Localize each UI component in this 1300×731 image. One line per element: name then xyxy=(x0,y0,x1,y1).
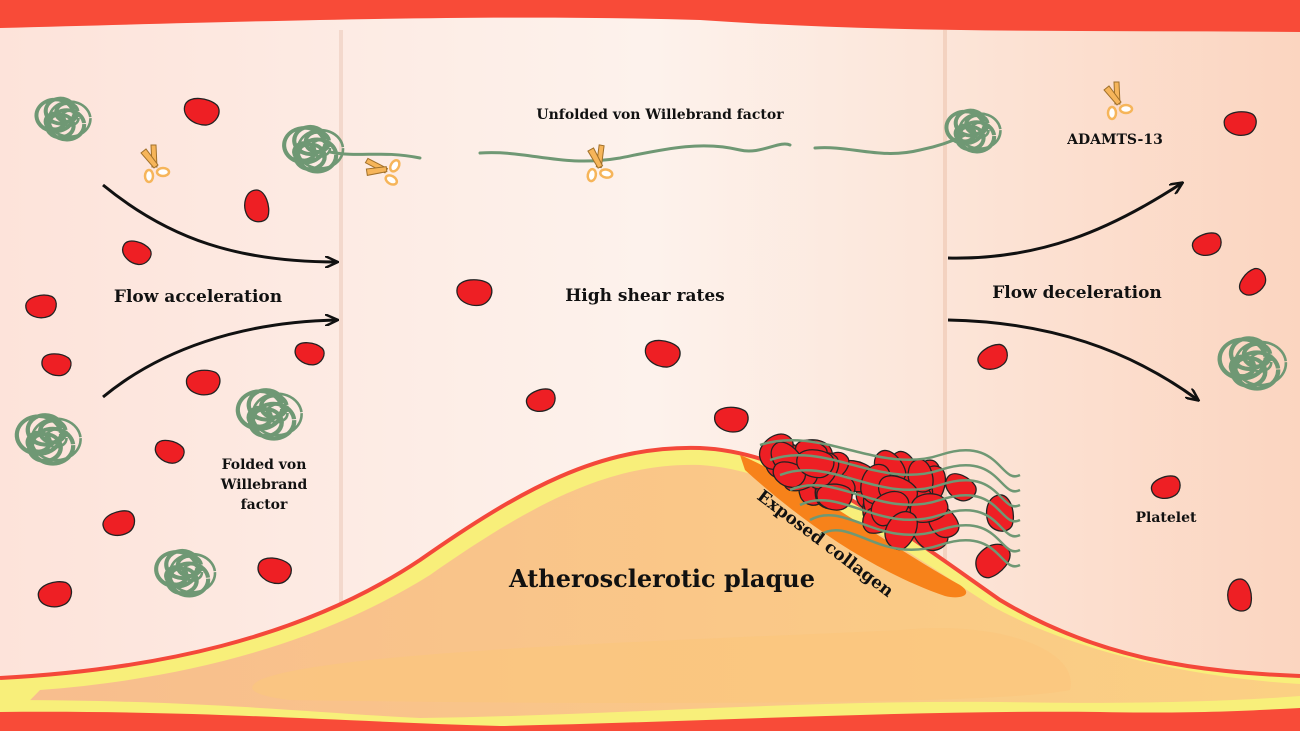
platelet-icon xyxy=(25,294,57,319)
folded-vwf-label-1: Folded von xyxy=(222,457,307,473)
platelet-icon xyxy=(714,406,749,433)
scissors-handle xyxy=(388,159,401,173)
scissors-icon xyxy=(364,157,401,186)
platelet-icon xyxy=(975,543,1011,579)
vwf-coil-icon xyxy=(1217,336,1288,391)
platelet-icon xyxy=(185,369,221,396)
vwf-strand xyxy=(328,150,422,160)
collagen-fiber xyxy=(874,543,879,554)
vwf-coil-icon xyxy=(235,388,303,441)
vwf-coil-icon xyxy=(14,413,82,466)
high-shear-label: High shear rates xyxy=(565,286,725,306)
scissors-handle xyxy=(143,168,155,184)
platelet-icon xyxy=(102,510,136,537)
folded-vwf xyxy=(14,96,1288,598)
collagen-fiber xyxy=(772,480,777,491)
platelet-icon xyxy=(1239,268,1267,296)
plaque-core xyxy=(252,628,1071,703)
scissors-icon xyxy=(586,144,614,183)
scissors-blade xyxy=(365,166,388,176)
platelet-icon xyxy=(37,581,73,608)
platelet-icon xyxy=(525,388,556,412)
collagen-fiber xyxy=(891,554,896,564)
collagen-fiber xyxy=(789,491,794,501)
scissors-handle xyxy=(155,166,171,178)
vwf-strand xyxy=(779,469,1021,508)
scissors-icon xyxy=(1103,81,1134,121)
vwf-coil-icon xyxy=(34,96,92,142)
vwf-strand xyxy=(799,499,1021,538)
vwf-strand xyxy=(478,142,792,163)
scissors-handle xyxy=(384,174,399,186)
platelet-aggregate xyxy=(758,433,1021,579)
flow-arrow-icon xyxy=(102,183,337,262)
collagen-fiber xyxy=(942,585,947,596)
scissors-handle xyxy=(1118,103,1134,115)
vwf-strand xyxy=(759,439,1021,478)
vwf-strand xyxy=(809,513,1021,553)
platelet-icon xyxy=(1223,111,1257,136)
flow-deceleration-label: Flow deceleration xyxy=(992,283,1162,303)
adamts13-enzymes xyxy=(140,81,1134,186)
platelet-icon xyxy=(257,557,292,585)
folded-vwf-label-3: factor xyxy=(241,497,288,513)
scissors-icon xyxy=(140,144,171,184)
vwf-coil-icon xyxy=(282,124,345,174)
collagen-fiber xyxy=(755,470,760,480)
platelet-icon xyxy=(977,343,1008,370)
vwf-strand xyxy=(769,454,1021,493)
platelet-icon xyxy=(41,353,72,377)
collagen-fiber xyxy=(925,575,930,585)
plaque-label: Atherosclerotic plaque xyxy=(508,564,815,593)
flow-acceleration-label: Flow acceleration xyxy=(114,287,282,307)
unfolded-vwf xyxy=(328,133,967,163)
platelet-icon xyxy=(1227,578,1253,612)
flow-arrow-icon xyxy=(947,318,1198,400)
platelets xyxy=(25,97,1267,612)
vwf-strand xyxy=(813,133,967,155)
platelet-icon xyxy=(644,339,681,368)
platelet-icon xyxy=(907,458,934,493)
vessel-wall-bottom xyxy=(0,708,1300,731)
vwf-strand xyxy=(819,528,1021,568)
collagen-fiber xyxy=(908,564,913,575)
platelet-icon xyxy=(772,461,807,489)
flow-arrow-icon xyxy=(947,183,1182,260)
scissors-blade xyxy=(1103,85,1122,106)
adamts13-label: ADAMTS-13 xyxy=(1066,132,1163,148)
scissors-handle xyxy=(586,167,598,183)
scissors-handle xyxy=(1106,105,1118,121)
platelet-icon xyxy=(122,240,152,266)
vwf-strand xyxy=(789,484,1021,523)
platelet-icon xyxy=(884,511,918,551)
scissors-blade xyxy=(587,147,604,169)
platelet-icon xyxy=(1150,475,1181,499)
scissors-blade xyxy=(140,148,159,169)
platelet-label: Platelet xyxy=(1136,510,1198,526)
platelet-icon xyxy=(183,97,220,126)
platelet-icon xyxy=(1191,232,1222,256)
platelet-icon xyxy=(294,342,325,366)
platelet-icon xyxy=(154,439,185,464)
scissors-handle xyxy=(599,168,614,179)
folded-vwf-label-2: Willebrand xyxy=(220,477,308,493)
platelet-icon xyxy=(456,279,493,307)
unfolded-vwf-label: Unfolded von Willebrand factor xyxy=(536,107,784,123)
plaque-endothelium xyxy=(0,445,1300,680)
vessel-wall-top xyxy=(0,0,1300,32)
vwf-coil-icon xyxy=(154,548,217,598)
platelet-icon xyxy=(244,189,270,223)
flow-arrow-icon xyxy=(102,320,337,399)
